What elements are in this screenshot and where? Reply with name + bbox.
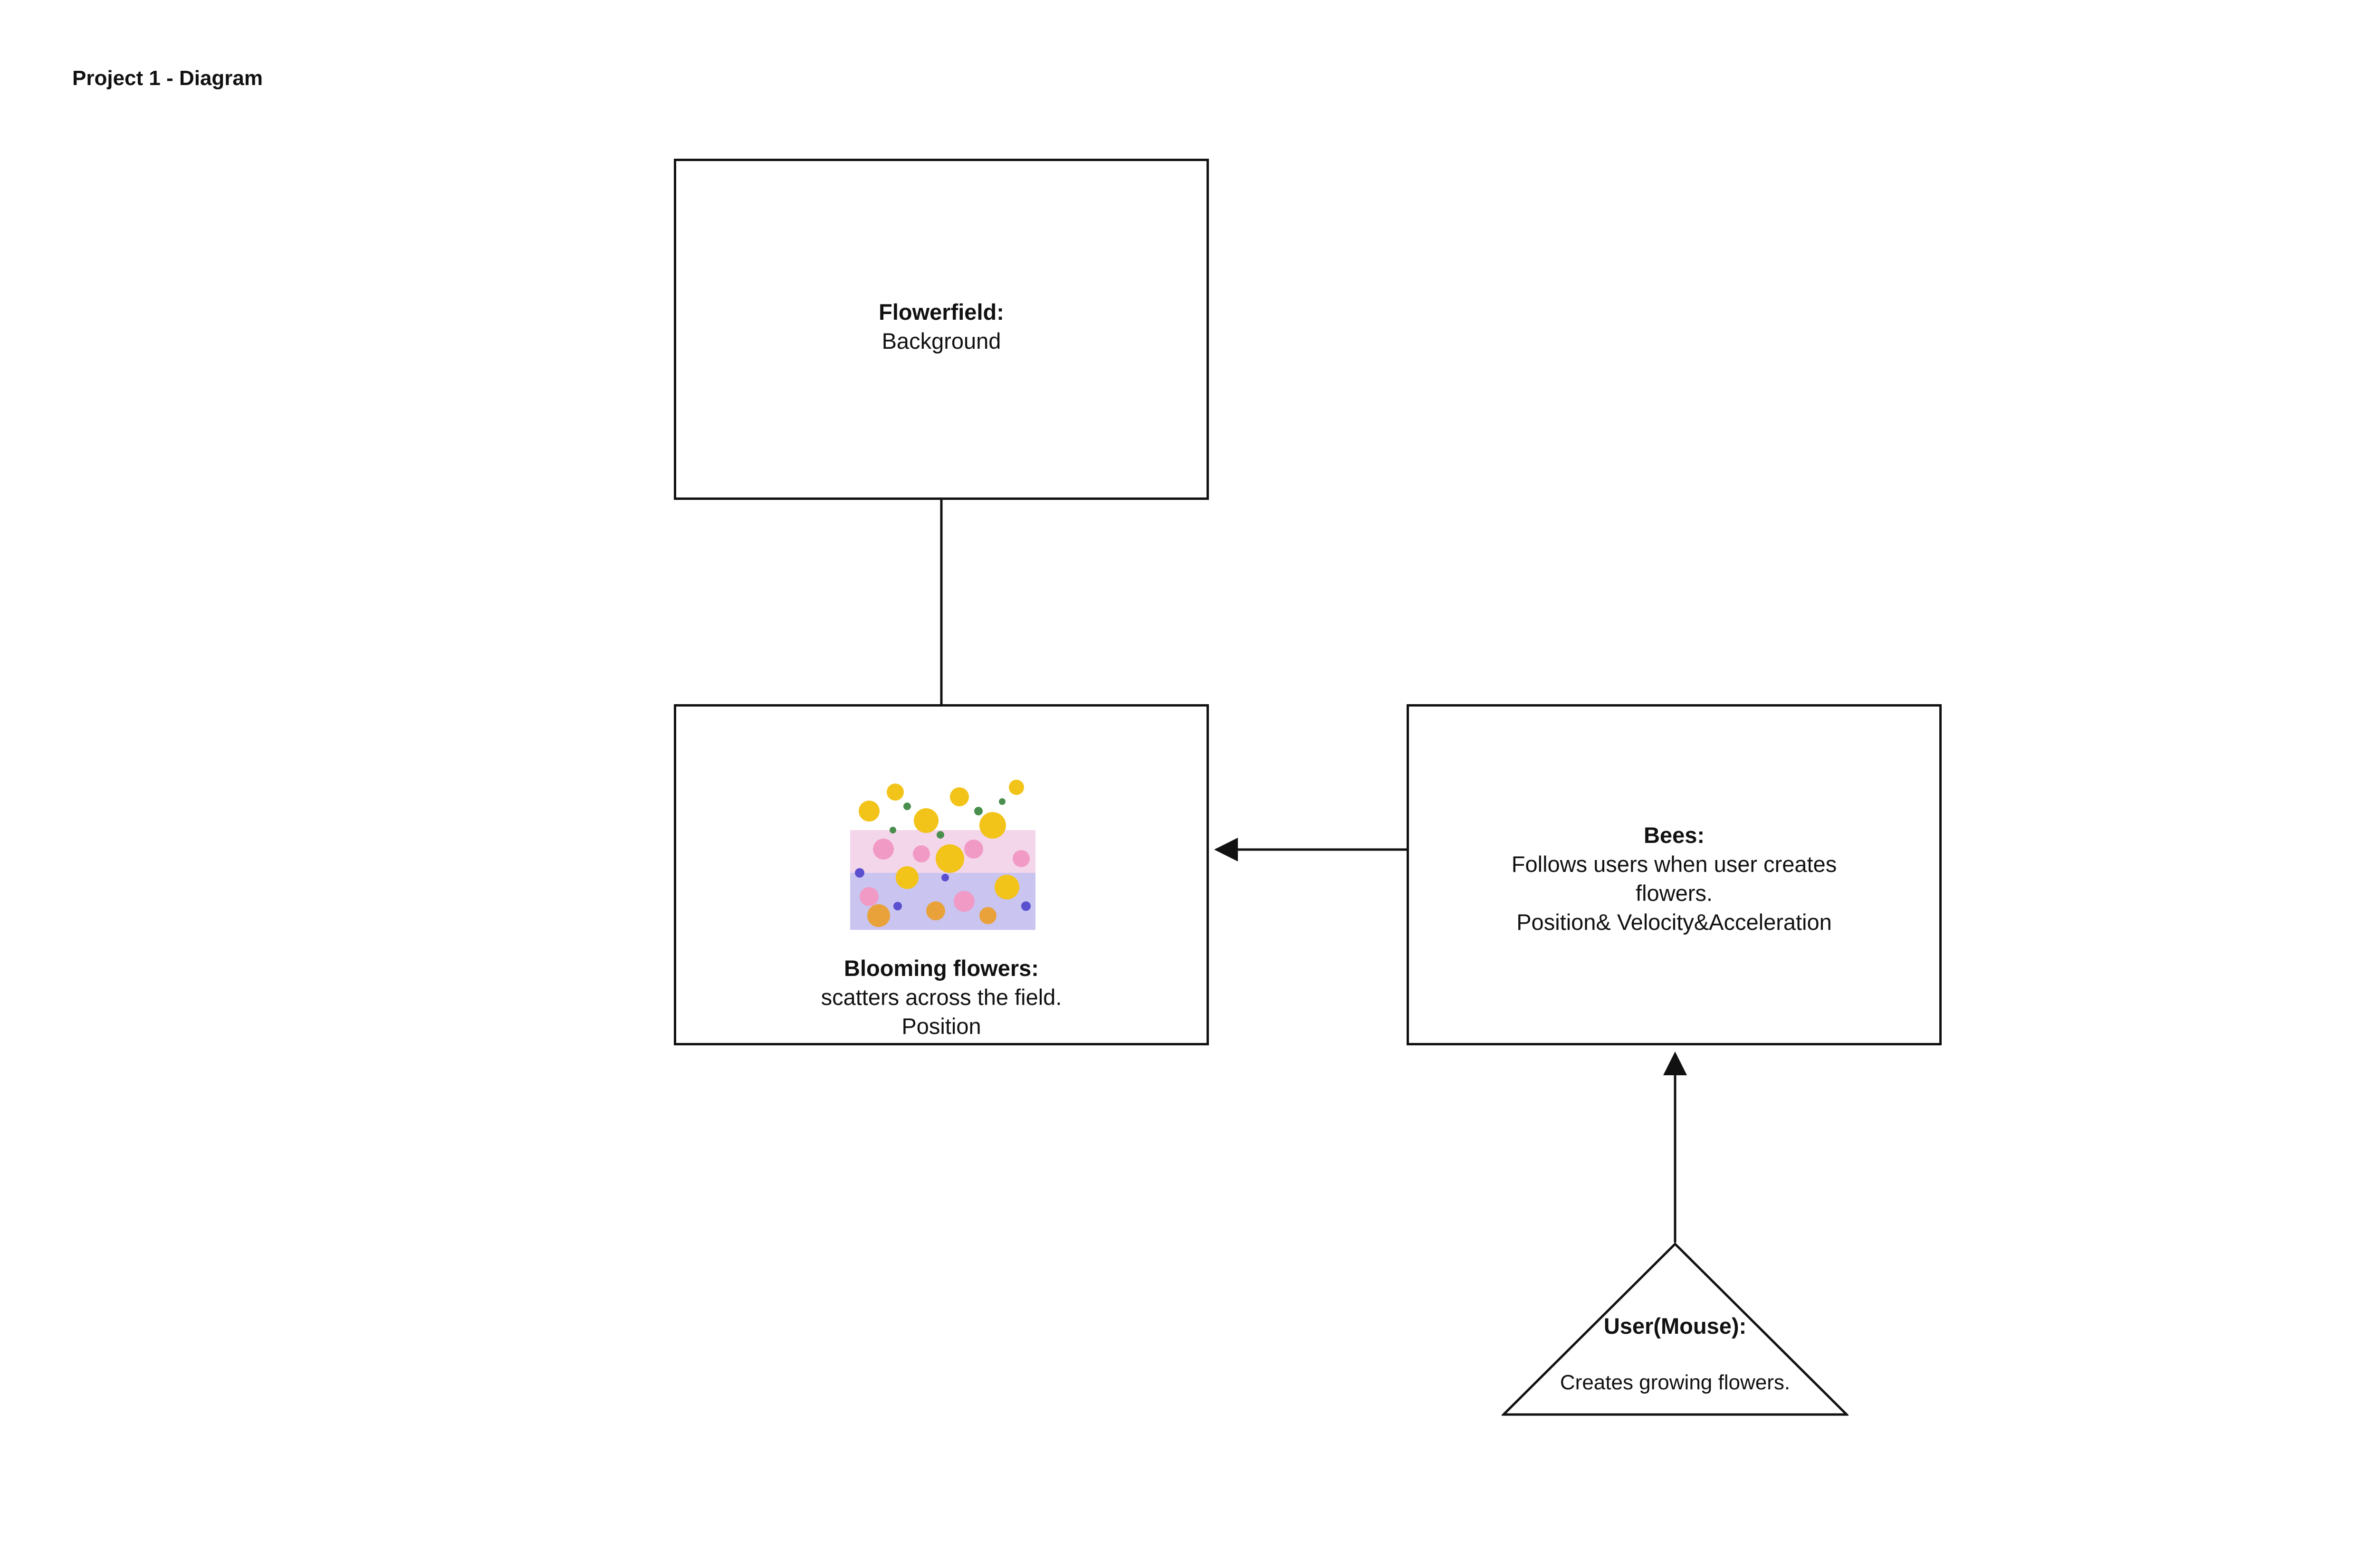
blooming-flowers-attribute: Position (901, 1013, 981, 1039)
user-mouse-node: User(Mouse): Creates growing flowers. (1502, 1243, 1849, 1416)
bees-description: Follows users when user creates flowers. (1511, 851, 1837, 906)
blooming-flowers-node: Blooming flowers: scatters across the fi… (674, 704, 1209, 1045)
flowerfield-description: Background (881, 328, 1001, 354)
triangle-shape (1502, 1243, 1849, 1416)
user-mouse-description: Creates growing flowers. (1560, 1371, 1791, 1394)
flower-field-illustration-icon (850, 760, 1035, 930)
flowerfield-node: Flowerfield: Background (674, 159, 1209, 500)
blooming-flowers-heading: Blooming flowers: (844, 956, 1039, 981)
user-mouse-heading: User(Mouse): (1603, 1313, 1747, 1339)
bees-attributes: Position& Velocity&Acceleration (1516, 909, 1832, 935)
page-title: Project 1 - Diagram (72, 67, 263, 90)
blooming-flowers-description: scatters across the field. (821, 985, 1062, 1010)
bees-node: Bees: Follows users when user creates fl… (1407, 704, 1942, 1045)
flowerfield-heading: Flowerfield: (879, 299, 1004, 325)
bees-heading: Bees: (1643, 822, 1705, 848)
